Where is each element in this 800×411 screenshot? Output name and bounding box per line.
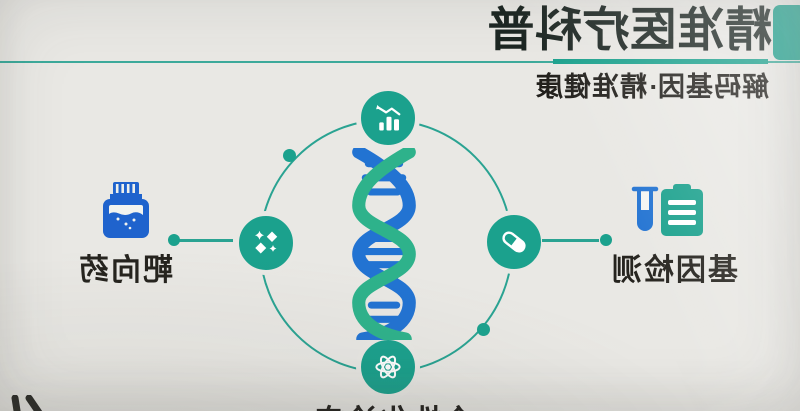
label-gene-testing: 基因检测: [610, 254, 738, 287]
atom-icon: [375, 355, 401, 379]
node-analytics: [356, 86, 420, 150]
node-atom: [356, 335, 420, 399]
node-sparkles: [234, 211, 298, 275]
teal-corner-block: [773, 5, 800, 60]
ring-dot: [283, 149, 296, 162]
connector-targeted-drug: [178, 239, 233, 242]
connector-gene-testing: [542, 239, 599, 242]
clipboard-report-icon: [661, 184, 703, 236]
node-capsule: [482, 210, 546, 274]
label-targeted-drug: 靶向药: [77, 254, 173, 287]
title-underline: [553, 59, 768, 64]
medicine-bottle-icon: [103, 182, 149, 238]
dna-helix-icon: [352, 148, 416, 340]
capsule-pill-icon: [502, 231, 526, 253]
corner-watermark: [11, 395, 46, 411]
page-subtitle: 解码基因·精准健康: [535, 72, 769, 102]
bar-chart-trend-icon: [376, 104, 401, 131]
page-title: 精准医疗科普: [487, 3, 772, 56]
ring-dot: [477, 323, 490, 336]
label-personalized-care: 个性化诊疗: [313, 396, 475, 411]
test-tube-icon: [631, 186, 659, 231]
sparkles-icon: [255, 230, 278, 254]
